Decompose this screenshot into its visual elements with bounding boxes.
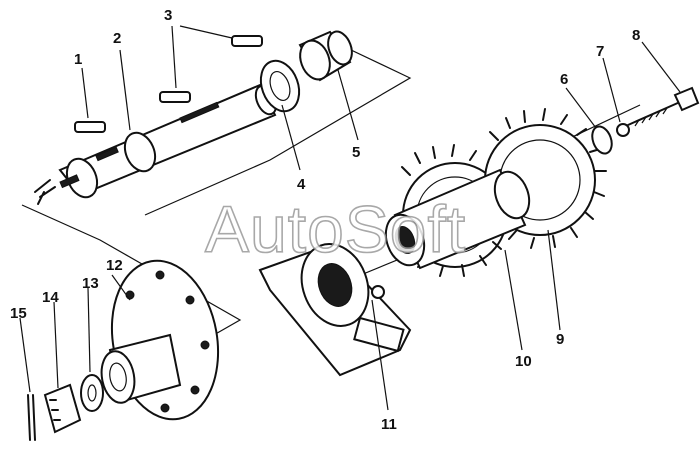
part-5-bushing (298, 30, 353, 82)
leader-lines (19, 25, 681, 411)
watermark-text: AutoSoft (205, 192, 466, 266)
part-2-shaft (34, 83, 278, 205)
part-6-washer (591, 125, 613, 155)
part-13-washer (80, 374, 104, 412)
callout-7: 7 (596, 43, 604, 60)
callout-14: 14 (42, 289, 59, 306)
callout-9: 9 (556, 331, 564, 348)
callout-13: 13 (82, 275, 99, 292)
part-1-key (74, 121, 106, 133)
part-4-ring (259, 59, 301, 113)
callout-4: 4 (297, 176, 306, 193)
callout-2: 2 (113, 30, 121, 47)
part-14-castle-nut (43, 383, 82, 434)
callout-1: 1 (74, 51, 82, 68)
part-15-cotter-pin (27, 394, 36, 441)
callout-5: 5 (352, 144, 360, 161)
callout-labels: 1 2 3 4 5 6 7 8 9 10 11 12 13 14 15 (10, 7, 640, 433)
part-8-bolt (627, 86, 700, 127)
part-11-bearing-housing (258, 243, 412, 377)
callout-3: 3 (164, 7, 172, 24)
part-7-lock-washer (616, 123, 630, 137)
callout-15: 15 (10, 305, 27, 322)
part-3-keys (159, 35, 263, 103)
callout-10: 10 (515, 353, 532, 370)
callout-8: 8 (632, 27, 640, 44)
callout-6: 6 (560, 71, 568, 88)
sprocket-hub (384, 168, 531, 270)
callout-11: 11 (381, 416, 397, 433)
callout-12: 12 (106, 257, 123, 274)
part-12-flange-hub (100, 259, 220, 421)
